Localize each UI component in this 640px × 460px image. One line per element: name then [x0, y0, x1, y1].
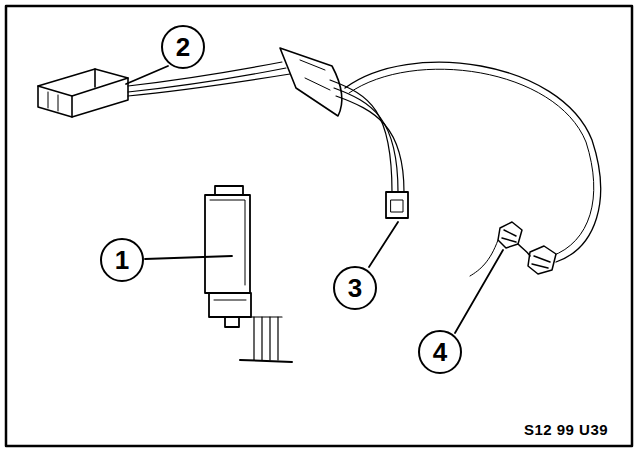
- callout-number: 2: [161, 25, 205, 69]
- leader-line: [126, 66, 503, 333]
- wire-harness: [330, 80, 404, 192]
- wire-loop: [345, 62, 601, 262]
- connector-detail: [391, 200, 403, 212]
- callout-number: 3: [333, 266, 377, 310]
- callout-number: 4: [418, 330, 462, 374]
- callout-number: 1: [100, 238, 144, 282]
- frame: [6, 6, 632, 446]
- drawing-code: S12 99 U39: [522, 420, 610, 439]
- cable-sleeve: [280, 48, 342, 116]
- cable-clips: [470, 222, 556, 276]
- sleeve-detail: [300, 60, 330, 90]
- plug-connector: [38, 69, 128, 117]
- switch-body: [205, 186, 292, 362]
- wire-loop: [349, 69, 594, 256]
- small-connector: [386, 192, 408, 218]
- wire-harness: [128, 62, 290, 96]
